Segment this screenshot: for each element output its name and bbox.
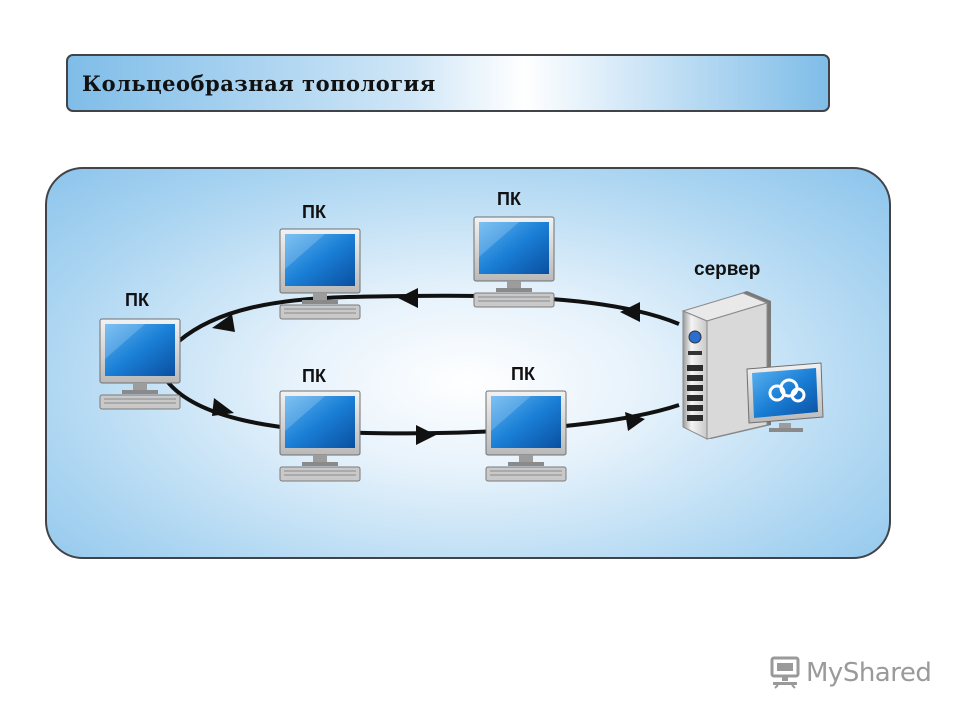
arrow-bottom-3 (625, 412, 645, 431)
label-pc-bottom-right: ПК (511, 364, 535, 384)
label-pc-bottom-left: ПК (302, 366, 326, 386)
ring-connections (165, 293, 680, 436)
computer-logo-icon (770, 656, 800, 689)
title-bar: Кольцеобразная топология (66, 54, 830, 112)
label-pc-top-left: ПК (302, 202, 326, 222)
pc-bottom-left (279, 390, 361, 482)
flow-arrows (212, 288, 645, 445)
link-left-to-bottom (165, 379, 680, 436)
label-pc-left: ПК (125, 290, 149, 310)
slide-title: Кольцеобразная топология (82, 70, 436, 96)
server-monitor (746, 362, 824, 432)
pc-left (99, 318, 181, 410)
watermark-text: MyShared (806, 658, 932, 688)
arrow-top-2 (398, 288, 418, 308)
pc-top-right (473, 216, 555, 308)
label-server: сервер (694, 259, 761, 280)
diagram-canvas (99, 216, 824, 482)
arrow-bottom-1 (212, 398, 234, 416)
label-pc-top-right: ПК (497, 189, 521, 209)
pc-bottom-right (485, 390, 567, 482)
link-server-to-top (177, 293, 680, 343)
watermark: MyShared (770, 656, 932, 690)
pc-top-left (279, 228, 361, 320)
arrow-top-1 (620, 302, 640, 322)
arrow-top-3 (212, 314, 235, 332)
ring-topology-diagram: ПК ПК ПК ПК ПК сервер (45, 167, 891, 559)
arrow-bottom-2 (416, 425, 436, 445)
cloud-logo-icon (768, 378, 806, 403)
